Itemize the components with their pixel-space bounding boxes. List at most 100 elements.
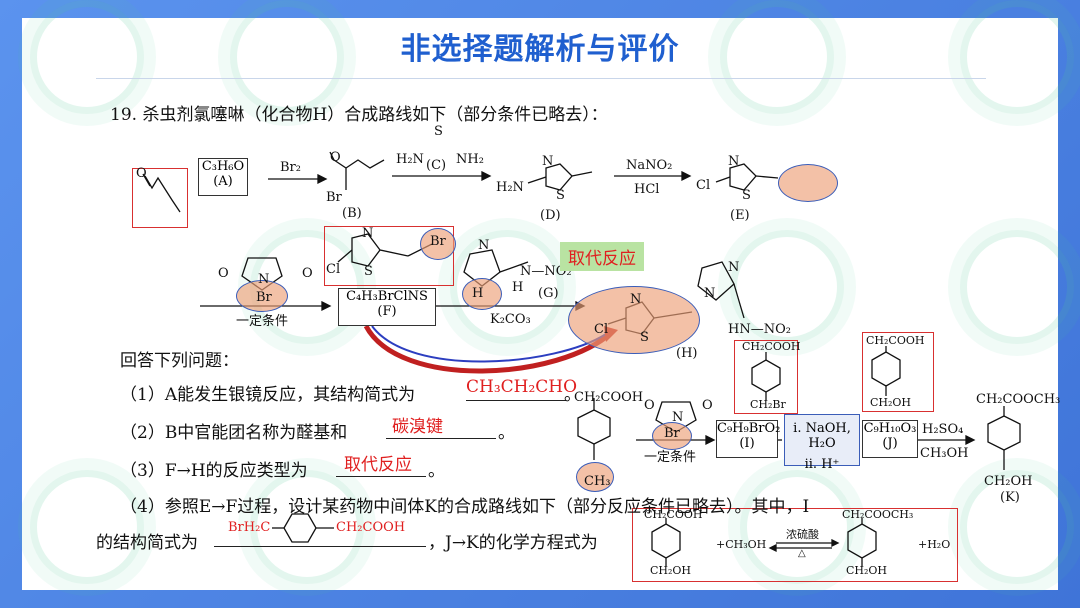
route2-nbs-o-right: O — [702, 398, 713, 413]
nbs-o-right: O — [302, 266, 313, 281]
compound-g-label: (G) — [538, 286, 559, 301]
nbs-o-left: O — [218, 266, 229, 281]
reagent-h2so4: H₂SO₄ — [922, 422, 964, 437]
eq-left-bottom: CH₂OH — [650, 564, 692, 577]
eq-heat-icon: △ — [798, 548, 806, 559]
watermark-circle — [960, 230, 1074, 344]
title-divider — [96, 78, 986, 79]
watermark-circle — [30, 0, 144, 114]
nbs-n: N — [258, 272, 270, 287]
q4-blank — [214, 546, 426, 547]
g-n: N — [478, 238, 490, 253]
eq-right-top: CH₂COOCH₃ — [842, 508, 914, 521]
j-struct-bottom: CH₂OH — [870, 396, 912, 409]
compound-e-label: (E) — [730, 208, 750, 223]
compound-k-label: (K) — [1000, 490, 1020, 505]
h-s: S — [640, 330, 649, 345]
reagent-hcl: HCl — [634, 182, 660, 197]
q4-line2-pre: 的结构简式为 — [96, 533, 198, 553]
d-h2n: H₂N — [496, 180, 524, 195]
step2-conditions-box: i. NaOH, H₂O ii. H⁺ — [784, 414, 860, 472]
compound-b-label: (B) — [342, 206, 362, 221]
highlight-oval-br — [420, 228, 456, 260]
f-br: Br — [430, 234, 446, 249]
route2-start-top: CH₂COOH — [574, 390, 644, 405]
aldehyde-o-label: O — [136, 166, 147, 181]
f-cl: Cl — [326, 262, 341, 277]
compound-f-box: C₄H₃BrClNS (F) — [338, 288, 436, 326]
k-bottom: CH₂OH — [984, 474, 1033, 489]
eq-catalyst: 浓硫酸 — [786, 528, 819, 541]
watermark-circle — [30, 470, 144, 584]
g-nh: H — [512, 280, 524, 295]
f-n: N — [362, 226, 374, 241]
i-struct-top: CH₂COOH — [742, 340, 801, 353]
route2-start-bottom: CH₃ — [584, 474, 611, 489]
compound-d-label: (D) — [540, 208, 561, 223]
thiourea-s: S — [434, 124, 443, 139]
k-top: CH₂COOCH₃ — [976, 392, 1061, 407]
h-n: N — [630, 292, 642, 307]
h-cl: Cl — [594, 322, 609, 337]
eq-left-top: CH₂COOH — [644, 508, 703, 521]
answer-prompt: 回答下列问题： — [120, 351, 239, 371]
q2-end: 。 — [498, 423, 515, 443]
b-br-label: Br — [326, 190, 342, 205]
highlight-oval-nbs — [236, 280, 288, 312]
j-structure-highlight-box — [862, 332, 934, 412]
watermark-circle — [960, 470, 1074, 584]
g-no2: N—NO₂ — [520, 264, 572, 279]
condition-label-2: 一定条件 — [644, 450, 697, 465]
reagent-k2co3: K₂CO₃ — [490, 312, 531, 327]
highlight-oval-ch3 — [576, 462, 614, 492]
d-s: S — [556, 188, 565, 203]
q2-blank — [386, 438, 496, 439]
highlight-oval-h — [568, 286, 700, 354]
g-h: H — [472, 286, 484, 301]
watermark-circle — [230, 0, 344, 114]
condition-label-1: 一定条件 — [236, 314, 289, 329]
h-ring-n: N — [704, 286, 716, 301]
b-o-label: O — [330, 150, 341, 165]
route2-nbs-o-left: O — [644, 398, 655, 413]
f-structure-highlight-box — [324, 226, 454, 286]
equation-highlight-box — [632, 508, 958, 582]
j-struct-top: CH₂COOH — [866, 334, 925, 347]
nbs-br: Br — [256, 290, 272, 305]
h-ring-n2: N — [728, 260, 740, 275]
q3-text: （3）F→H的反应类型为 — [120, 461, 308, 481]
eq-right-bottom: CH₂OH — [846, 564, 888, 577]
e-n: N — [728, 154, 740, 169]
e-s: S — [742, 188, 751, 203]
watermark-circle — [720, 0, 834, 114]
q3-answer: 取代反应 — [344, 455, 412, 475]
watermark-circle — [740, 470, 854, 584]
q1-end: 。 — [564, 385, 581, 405]
substitution-tag: 取代反应 — [560, 242, 644, 271]
eq-plus-water: +H₂O — [918, 538, 951, 551]
q4-text: （4）参照E→F过程，设计某药物中间体K的合成路线如下（部分反应条件已略去）。其… — [120, 497, 810, 517]
eq-plus-ch3oh: +CH₃OH — [716, 538, 767, 551]
d-n: N — [542, 154, 554, 169]
watermark-circle — [450, 230, 564, 344]
q4-i-answer-right: CH₂COOH — [336, 520, 406, 535]
q1-answer: CH₃CH₂CHO — [466, 377, 578, 397]
route2-nbs-n: N — [672, 410, 684, 425]
h-hn-no2: HN—NO₂ — [728, 322, 791, 337]
q1-text: （1）A能发生银镜反应，其结构简式为 — [120, 385, 416, 405]
q1-blank — [466, 400, 566, 401]
e-cl: Cl — [696, 178, 711, 193]
q2-answer: 碳溴键 — [392, 417, 443, 437]
reagent-br2: Br₂ — [280, 160, 301, 175]
thiourea-right: NH₂ — [456, 152, 484, 167]
q4-line2-mid: ，J→K的化学方程式为 — [428, 533, 598, 553]
thiourea-left: H₂N — [396, 152, 424, 167]
i-structure-highlight-box — [734, 340, 798, 414]
compound-j-box: C₉H₁₀O₃ (J) — [862, 420, 918, 458]
f-s: S — [364, 264, 373, 279]
highlight-oval-g — [462, 278, 502, 310]
q3-end: 。 — [428, 461, 445, 481]
propanal-highlight-box — [132, 168, 188, 228]
question-intro: 19. 杀虫剂氯噻啉（化合物H）合成路线如下（部分条件已略去）： — [110, 105, 608, 125]
reagent-nano2: NaNO₂ — [626, 158, 673, 173]
